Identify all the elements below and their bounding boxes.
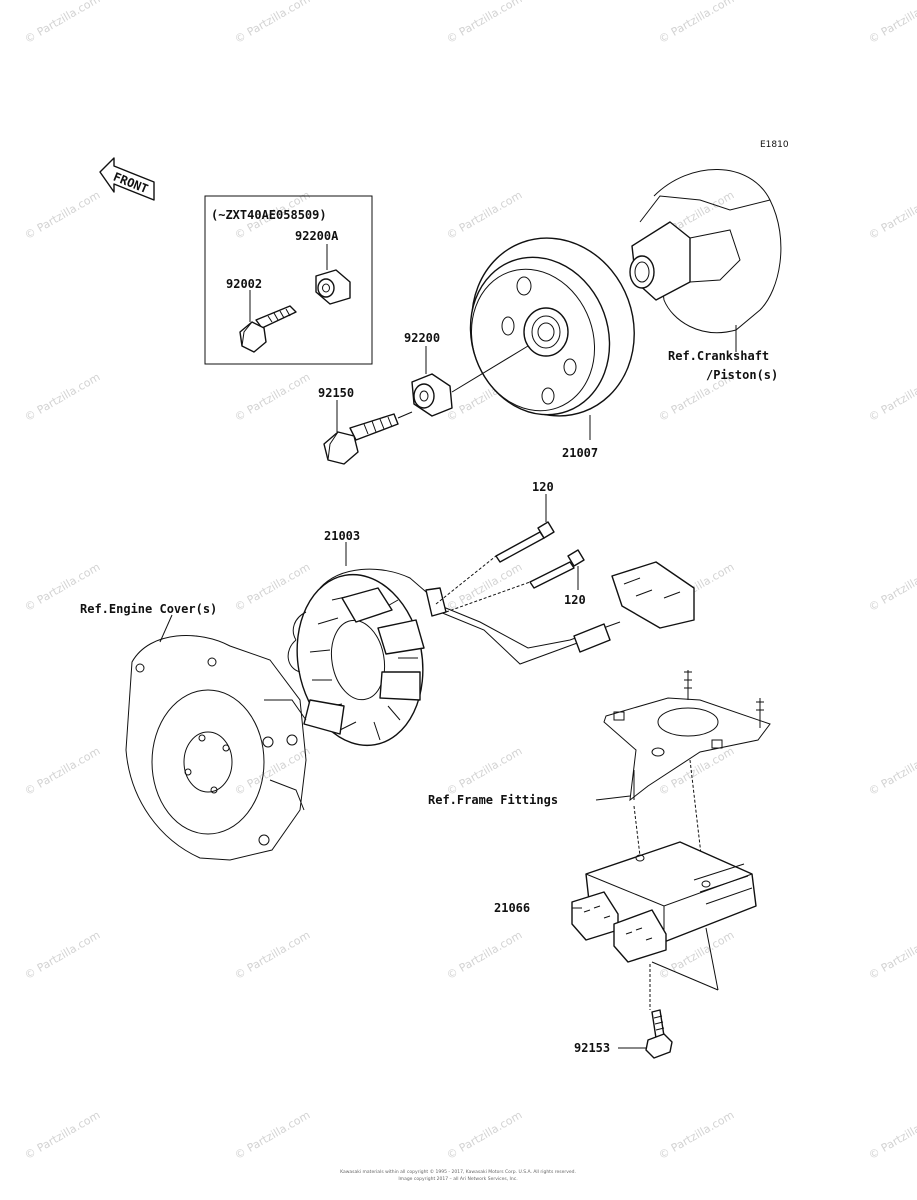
watermark-text: © Partzilla.com: [866, 0, 917, 46]
watermark-text: © Partzilla.com: [866, 370, 917, 424]
serial-note: (~ZXT40AE058509): [211, 208, 327, 222]
watermark-text: © Partzilla.com: [866, 188, 917, 242]
footer-line1: Kawasaki materials within all copyright …: [340, 1168, 576, 1175]
watermark-text: © Partzilla.com: [22, 188, 102, 242]
washer-92200-icon: [411, 373, 453, 417]
part-120-lower: 120: [564, 593, 586, 607]
watermark-text: © Partzilla.com: [22, 0, 102, 46]
watermark-text: © Partzilla.com: [866, 744, 917, 798]
watermark-text: © Partzilla.com: [656, 744, 736, 798]
part-92150: 92150: [318, 386, 354, 400]
regulator-21066-icon: [571, 841, 757, 963]
watermark-text: © Partzilla.com: [22, 1108, 102, 1162]
part-21066: 21066: [494, 901, 530, 915]
watermark-text: © Partzilla.com: [22, 928, 102, 982]
engine-cover-ref-icon: [125, 635, 307, 861]
watermark-text: © Partzilla.com: [444, 0, 524, 46]
engine-cover-ref: Ref.Engine Cover(s): [80, 602, 217, 616]
part-92002: 92002: [226, 277, 262, 291]
watermark-text: © Partzilla.com: [656, 1108, 736, 1162]
watermark-text: © Partzilla.com: [866, 1108, 917, 1162]
watermark-text: © Partzilla.com: [866, 560, 917, 614]
part-21007: 21007: [562, 446, 598, 460]
part-21003: 21003: [324, 529, 360, 543]
watermark-text: © Partzilla.com: [232, 928, 312, 982]
part-120-upper: 120: [532, 480, 554, 494]
stator-harness-icon: [425, 561, 695, 665]
stator-21003-icon: [287, 568, 441, 747]
part-92200A: 92200A: [295, 229, 339, 243]
bolt-92153-icon: [645, 1009, 673, 1059]
watermark-text: © Partzilla.com: [232, 370, 312, 424]
watermark-text: © Partzilla.com: [232, 560, 312, 614]
watermark-text: © Partzilla.com: [444, 744, 524, 798]
diagram-code: E1810: [760, 140, 789, 150]
watermark-text: © Partzilla.com: [232, 0, 312, 46]
watermark-text: © Partzilla.com: [22, 370, 102, 424]
watermark-text: © Partzilla.com: [232, 744, 312, 798]
front-arrow-icon: FRONT: [99, 157, 155, 201]
bolt-120-upper-icon: [495, 521, 555, 563]
rotor-21007-icon: [469, 237, 635, 417]
crankshaft-ref-icon: [629, 169, 782, 334]
watermark-text: © Partzilla.com: [444, 188, 524, 242]
bolt-120-lower-icon: [529, 549, 585, 589]
washer-92200A-icon: [315, 269, 351, 305]
footer-line2: Image copyright 2017 – all Ari Network S…: [398, 1176, 517, 1182]
part-92200: 92200: [404, 331, 440, 345]
serial-note-box: (~ZXT40AE058509) 92200A 92002: [204, 195, 373, 365]
bolt-92150-icon: [323, 413, 399, 465]
watermark-text: © Partzilla.com: [444, 928, 524, 982]
crankshaft-ref-line1: Ref.Crankshaft: [668, 349, 769, 363]
bolt-92002-icon: [239, 305, 297, 353]
watermark-text: © Partzilla.com: [444, 1108, 524, 1162]
watermark-layer: © Partzilla.com © Partzilla.com © Partzill…: [22, 0, 917, 1162]
crankshaft-ref-line2: /Piston(s): [706, 368, 778, 382]
watermark-text: © Partzilla.com: [866, 928, 917, 982]
watermark-text: © Partzilla.com: [656, 0, 736, 46]
frame-fittings-ref: Ref.Frame Fittings: [428, 793, 558, 807]
frame-fittings-ref-icon: [603, 670, 771, 802]
part-92153: 92153: [574, 1041, 610, 1055]
watermark-text: © Partzilla.com: [232, 1108, 312, 1162]
watermark-text: © Partzilla.com: [22, 744, 102, 798]
